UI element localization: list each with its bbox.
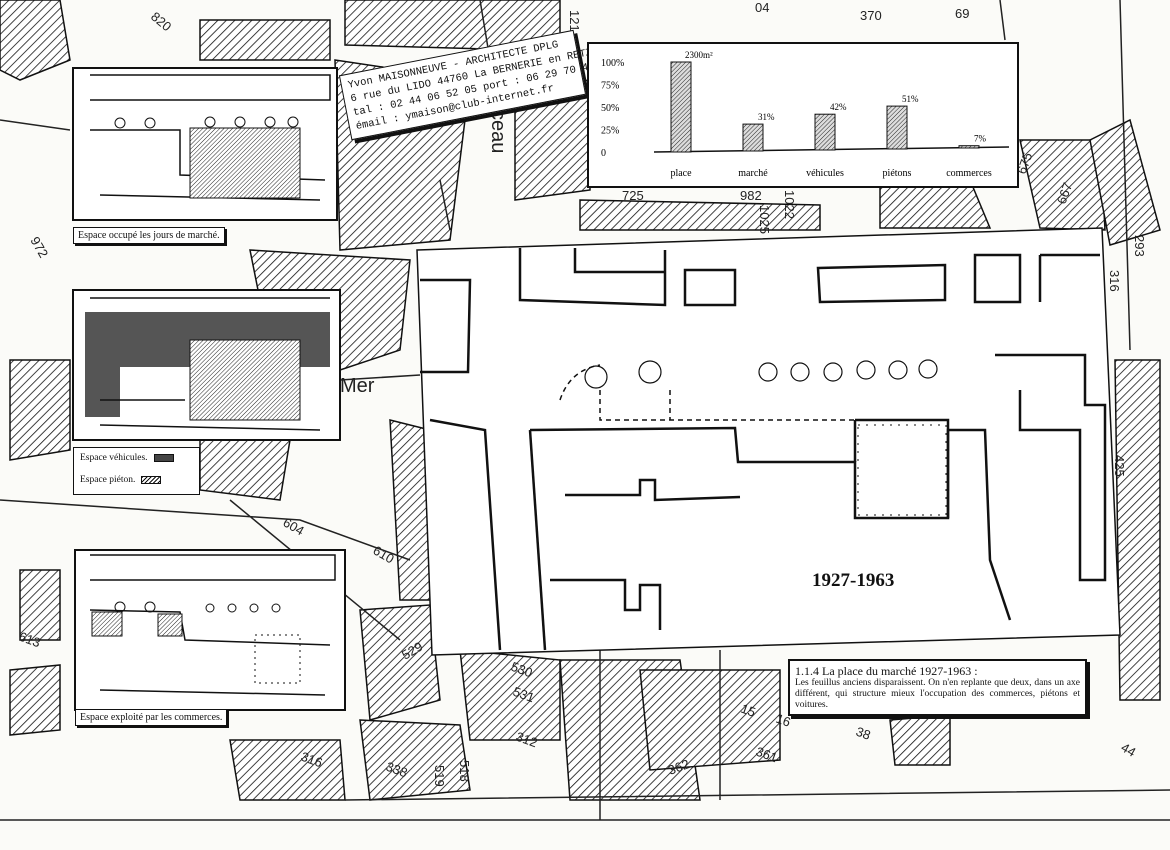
parcel-number: 38	[854, 724, 873, 743]
street-lines	[0, 0, 1170, 821]
parcel-number: 316	[1107, 270, 1122, 292]
main-plan	[416, 227, 1121, 656]
caption-body: Les feuillus anciens disparaissent. On n…	[795, 678, 1080, 710]
chart-svg: 0 25% 50% 75% 100% 2300m² place 31% marché 42% véh…	[601, 50, 1010, 179]
inset-shops	[74, 549, 346, 711]
parcel-number: 04	[755, 0, 769, 15]
parcel-number: 316	[299, 749, 325, 771]
data-label: 51%	[902, 94, 919, 104]
parcel-number: 362	[666, 756, 692, 778]
parcel-number: 531	[511, 684, 537, 706]
parcel-number: 530	[509, 659, 535, 681]
caption-box: 1.1.4 La place du marché 1927-1963 : Les…	[788, 659, 1087, 716]
data-label: 2300m²	[685, 50, 713, 60]
y-tick-label: 75%	[601, 81, 619, 92]
parcel-number: 44	[1119, 740, 1139, 760]
x-tick-label: place	[670, 168, 692, 179]
street-label: Mer	[340, 375, 375, 397]
parcel-number: 425	[1112, 455, 1127, 477]
parcel-number: 972	[27, 234, 51, 260]
y-tick-label: 100%	[601, 58, 624, 69]
y-tick-label: 50%	[601, 103, 619, 114]
parcel-number: 1022	[782, 190, 797, 219]
street-label: ceau	[487, 110, 509, 153]
parcel-number: 675	[1014, 151, 1036, 177]
parcel-number: 69	[955, 6, 969, 21]
pedestrian-swatch	[141, 476, 162, 484]
data-label: 7%	[974, 134, 987, 144]
parcel-number: 15	[739, 701, 758, 720]
vehicles-swatch	[153, 454, 174, 462]
parcel-number: 610	[371, 543, 397, 567]
inset-vehicles-pedestrians	[72, 289, 341, 441]
vehicles-label: Espace véhicules.	[80, 453, 148, 463]
occupancy-bar-chart: 0 25% 50% 75% 100% 2300m² place 31% marché 42% véh…	[587, 42, 1019, 188]
caption-title: 1.1.4 La place du marché 1927-1963 :	[795, 664, 978, 678]
parcel-number: 604	[281, 515, 307, 539]
shops-label: Espace exploité par les commerces.	[75, 709, 228, 726]
y-tick-label: 0	[601, 148, 606, 159]
bar-marché	[742, 123, 764, 152]
parcel-number: 613	[17, 629, 43, 651]
x-tick-label: marché	[738, 168, 768, 179]
parcel-number: 361	[754, 744, 780, 766]
bar-véhicules	[814, 113, 836, 151]
parcel-number: 312	[514, 729, 540, 751]
x-tick-label: commerces	[946, 168, 992, 179]
parcel-number: 338	[384, 759, 410, 781]
parcel-number: 293	[1132, 235, 1147, 257]
parcel-number: 1025	[757, 205, 772, 234]
bar-place	[670, 61, 692, 153]
x-tick-label: piétons	[883, 168, 912, 179]
data-label: 42%	[830, 102, 847, 112]
vehicles-pedestrians-legend: Espace véhicules. Espace piéton.	[73, 447, 200, 495]
parcel-number: 725	[622, 188, 644, 203]
market-days-label: Espace occupé les jours de marché.	[73, 227, 225, 244]
parcel-number: 820	[148, 9, 174, 34]
bar-piétons	[886, 105, 908, 150]
parcel-number: 982	[740, 188, 762, 203]
pedestrian-label: Espace piéton.	[80, 475, 136, 485]
parcel-number: 518	[457, 760, 472, 782]
x-tick-label: véhicules	[806, 168, 844, 179]
bar-commerces	[958, 145, 980, 149]
parcel-number: 519	[432, 765, 447, 787]
data-label: 31%	[758, 112, 775, 122]
parcel-number: 370	[860, 8, 882, 23]
inset-market-days	[72, 67, 338, 221]
period-title: 1927-1963	[812, 570, 895, 591]
y-tick-label: 25%	[601, 126, 619, 137]
parcel-number: 667	[1054, 181, 1076, 207]
parcel-number: 121	[567, 10, 582, 32]
